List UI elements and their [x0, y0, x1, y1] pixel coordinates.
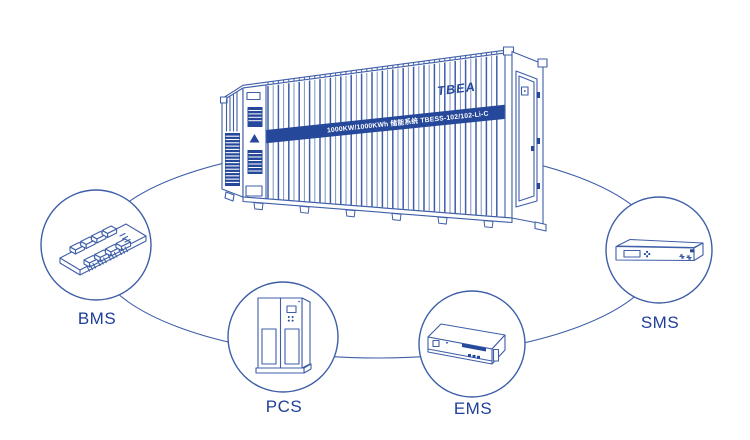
component-sms: SMS: [605, 196, 713, 332]
component-ems: EMS: [418, 290, 526, 418]
rack-server-icon: [615, 238, 704, 262]
bms-label: BMS: [78, 309, 116, 328]
container-end-door: [511, 51, 548, 232]
storage-container: 1000KW/1000KWh 储能系统 TBESS-102/102-Li-C T…: [219, 46, 548, 232]
door-hinge: [536, 92, 540, 98]
container-left-vent-panel: [219, 84, 244, 198]
base-feet: [253, 202, 494, 229]
container-base: [224, 191, 513, 229]
fan-icons: [679, 253, 692, 261]
drive-slot: [462, 343, 486, 352]
cabinet-display: [286, 305, 297, 314]
controller-box-icon: [427, 323, 506, 365]
door-leaf: [518, 75, 535, 202]
container-corrugations: [267, 51, 498, 217]
ems-label: EMS: [454, 399, 492, 418]
nav-buttons: [643, 250, 651, 258]
warning-triangle-icon: [249, 134, 260, 143]
door-frame: [515, 70, 538, 208]
front-display: [623, 249, 641, 258]
port-block: [690, 249, 694, 253]
pcs-label: PCS: [266, 397, 302, 416]
end-corner-foot: [534, 221, 547, 232]
left-face-stripes: [225, 92, 238, 132]
panel-label-plate: [246, 91, 261, 101]
base-foot: [224, 191, 235, 202]
sms-label: SMS: [641, 313, 679, 332]
door-hinge: [536, 183, 540, 189]
vent-grille-slats: [225, 135, 240, 183]
container-banner-band: [266, 104, 508, 144]
container-brand-logo: TBEA: [436, 80, 476, 98]
roof-edge: [242, 48, 511, 86]
door-window: [520, 86, 529, 96]
circuit-board-icon: [59, 223, 147, 276]
panel-vent-slats: [248, 110, 262, 172]
component-pcs: PCS: [227, 281, 339, 416]
power-button: [432, 339, 440, 348]
container-front-access-panel: [242, 84, 267, 200]
corner-casting-icon: [537, 58, 548, 68]
panel-step: [245, 185, 263, 197]
component-bms: BMS: [40, 189, 152, 328]
door-handle: [531, 146, 535, 151]
side-handle: [492, 348, 500, 362]
door-window-dot: [523, 90, 526, 92]
base-rail: [242, 196, 513, 224]
container-side-wall: [242, 48, 513, 219]
converter-cabinet-icon: [255, 297, 312, 374]
corner-casting-icon: [502, 46, 515, 56]
door-hinge: [536, 138, 540, 144]
